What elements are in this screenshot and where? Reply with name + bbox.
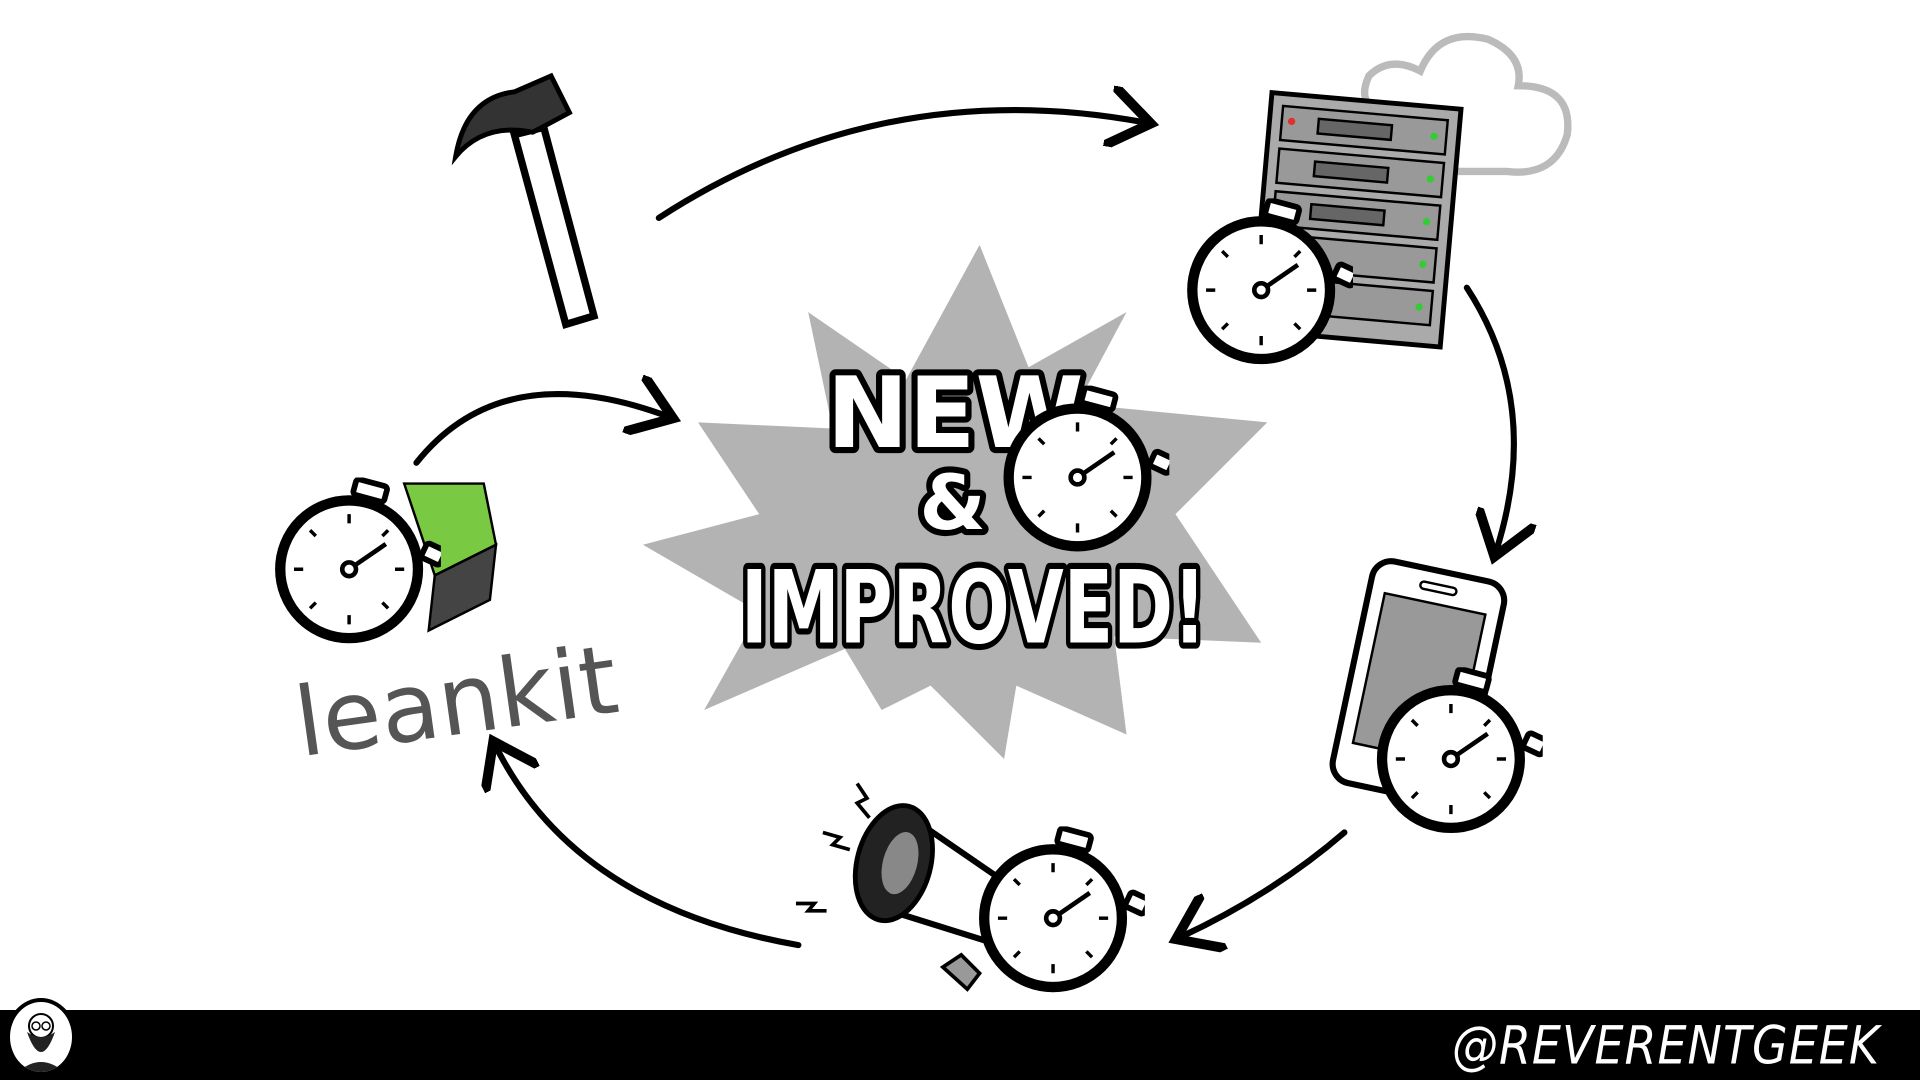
cloud-icon (1361, 32, 1572, 176)
avatar (6, 998, 76, 1076)
release-cycle-illustration: leankit NEW & IMPROVED! (0, 32, 1572, 1010)
arrow-phone-to-megaphone (1182, 829, 1348, 936)
arrow-leankit-to-center (413, 394, 667, 466)
stopwatch-icon (984, 828, 1150, 987)
starburst (642, 244, 1268, 760)
headline-ampersand: & (920, 459, 986, 547)
headline-improved: IMPROVED! (741, 550, 1206, 667)
arrow-server-to-phone (1463, 284, 1514, 551)
arrow-megaphone-to-leankit (496, 747, 802, 949)
twitter-handle: @REVERENTGEEK (1451, 1013, 1880, 1077)
footer-bar: @REVERENTGEEK (0, 998, 1920, 1080)
arrow-hammer-to-server (655, 110, 1145, 221)
hammer-icon (451, 72, 599, 330)
megaphone-icon (795, 782, 1008, 992)
leankit-wordmark: leankit (288, 623, 624, 779)
